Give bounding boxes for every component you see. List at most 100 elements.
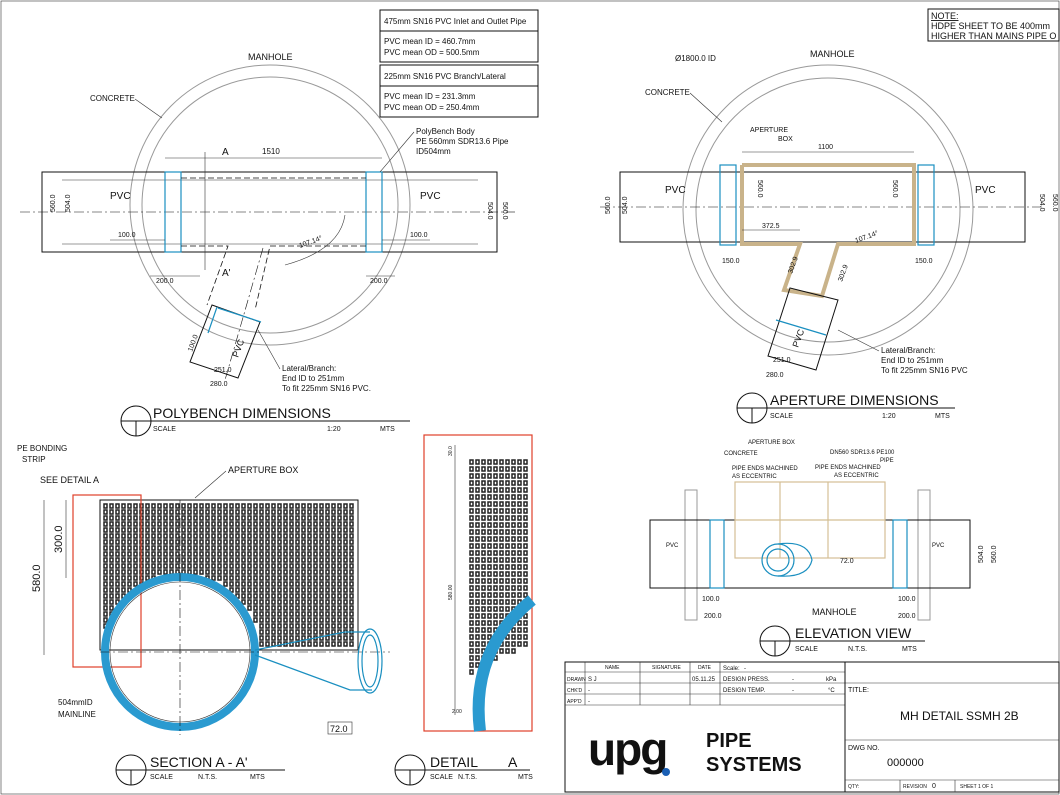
grid-cell (511, 487, 516, 493)
pipe-475-od: PVC mean OD = 500.5mm (384, 48, 480, 57)
grid-cell (151, 527, 156, 533)
grid-cell (181, 503, 186, 509)
grid-cell (295, 587, 300, 593)
grid-cell (259, 527, 264, 533)
grid-cell (235, 551, 240, 557)
grid-cell (133, 539, 138, 545)
grid-cell (325, 635, 330, 641)
grid-cell (325, 557, 330, 563)
grid-cell (505, 634, 510, 640)
grid-cell (103, 521, 108, 527)
grid-cell (319, 587, 324, 593)
grid-cell (481, 459, 486, 465)
grid-cell (343, 593, 348, 599)
grid-cell (487, 627, 492, 633)
grid-cell (181, 521, 186, 527)
grid-cell (277, 557, 282, 563)
grid-cell (469, 515, 474, 521)
grid-cell (487, 571, 492, 577)
grid-cell (313, 551, 318, 557)
grid-cell (175, 539, 180, 545)
grid-cell (229, 521, 234, 527)
row-drawn-unit: kPa (826, 677, 837, 683)
grid-cell (247, 593, 252, 599)
row-drawn-name: S J (588, 677, 597, 683)
grid-cell (151, 539, 156, 545)
grid-cell (475, 627, 480, 633)
grid-cell (319, 635, 324, 641)
grid-cell (229, 557, 234, 563)
aperture-dim-560-right: 560.0 (1051, 194, 1058, 212)
grid-cell (493, 494, 498, 500)
grid-cell (121, 545, 126, 551)
grid-cell (199, 569, 204, 575)
grid-cell (187, 563, 192, 569)
grid-cell (301, 635, 306, 641)
grid-cell (187, 557, 192, 563)
grid-cell (301, 557, 306, 563)
grid-cell (247, 527, 252, 533)
grid-cell (265, 641, 270, 647)
note-box: NOTE: HDPE SHEET TO BE 400mm HIGHER THAN… (927, 8, 1060, 42)
grid-cell (205, 545, 210, 551)
elevation-pvc-right: PVC (932, 543, 945, 549)
grid-cell (235, 581, 240, 587)
grid-cell (337, 599, 342, 605)
row-chkd-field: DESIGN TEMP. (723, 688, 765, 694)
grid-cell (289, 533, 294, 539)
title-label: TITLE: (848, 687, 869, 694)
grid-cell (163, 509, 168, 515)
grid-cell (307, 605, 312, 611)
title-block: NAME SIGNATURE DATE Scale: - DRAWN S J 0… (564, 661, 1060, 793)
grid-cell (199, 557, 204, 563)
dim-251: 251.0 (214, 367, 232, 374)
grid-cell (295, 515, 300, 521)
grid-cell (265, 593, 270, 599)
grid-cell (523, 585, 528, 591)
grid-cell (301, 587, 306, 593)
aperture-manhole-label: MANHOLE (810, 49, 855, 59)
grid-cell (235, 509, 240, 515)
grid-cell (187, 539, 192, 545)
grid-cell (475, 564, 480, 570)
grid-cell (265, 575, 270, 581)
grid-cell (169, 521, 174, 527)
grid-cell (121, 539, 126, 545)
grid-cell (127, 575, 132, 581)
aperture-dim-504-left: 504.0 (622, 196, 629, 214)
note-line-2: HIGHER THAN MAINS PIPE O (931, 31, 1056, 41)
grid-cell (157, 563, 162, 569)
grid-cell (349, 515, 354, 521)
grid-cell (523, 571, 528, 577)
grid-cell (337, 503, 342, 509)
grid-cell (283, 587, 288, 593)
grid-cell (109, 509, 114, 515)
grid-cell (157, 521, 162, 527)
grid-cell (271, 605, 276, 611)
row-drawn-field: DESIGN PRESS. (723, 677, 770, 683)
grid-cell (271, 575, 276, 581)
grid-cell (499, 557, 504, 563)
grid-cell (475, 473, 480, 479)
grid-cell (115, 545, 120, 551)
grid-cell (109, 575, 114, 581)
grid-cell (109, 587, 114, 593)
grid-cell (313, 545, 318, 551)
grid-cell (517, 585, 522, 591)
grid-cell (349, 617, 354, 623)
grid-cell (295, 527, 300, 533)
grid-cell (487, 606, 492, 612)
grid-cell (337, 527, 342, 533)
grid-cell (241, 551, 246, 557)
grid-cell (343, 641, 348, 647)
grid-cell (499, 578, 504, 584)
grid-cell (301, 617, 306, 623)
grid-cell (259, 641, 264, 647)
grid-cell (253, 587, 258, 593)
grid-cell (295, 533, 300, 539)
pipe-475-id: PVC mean ID = 460.7mm (384, 37, 476, 46)
grid-cell (511, 501, 516, 507)
grid-cell (301, 563, 306, 569)
grid-cell (325, 521, 330, 527)
grid-cell (229, 509, 234, 515)
